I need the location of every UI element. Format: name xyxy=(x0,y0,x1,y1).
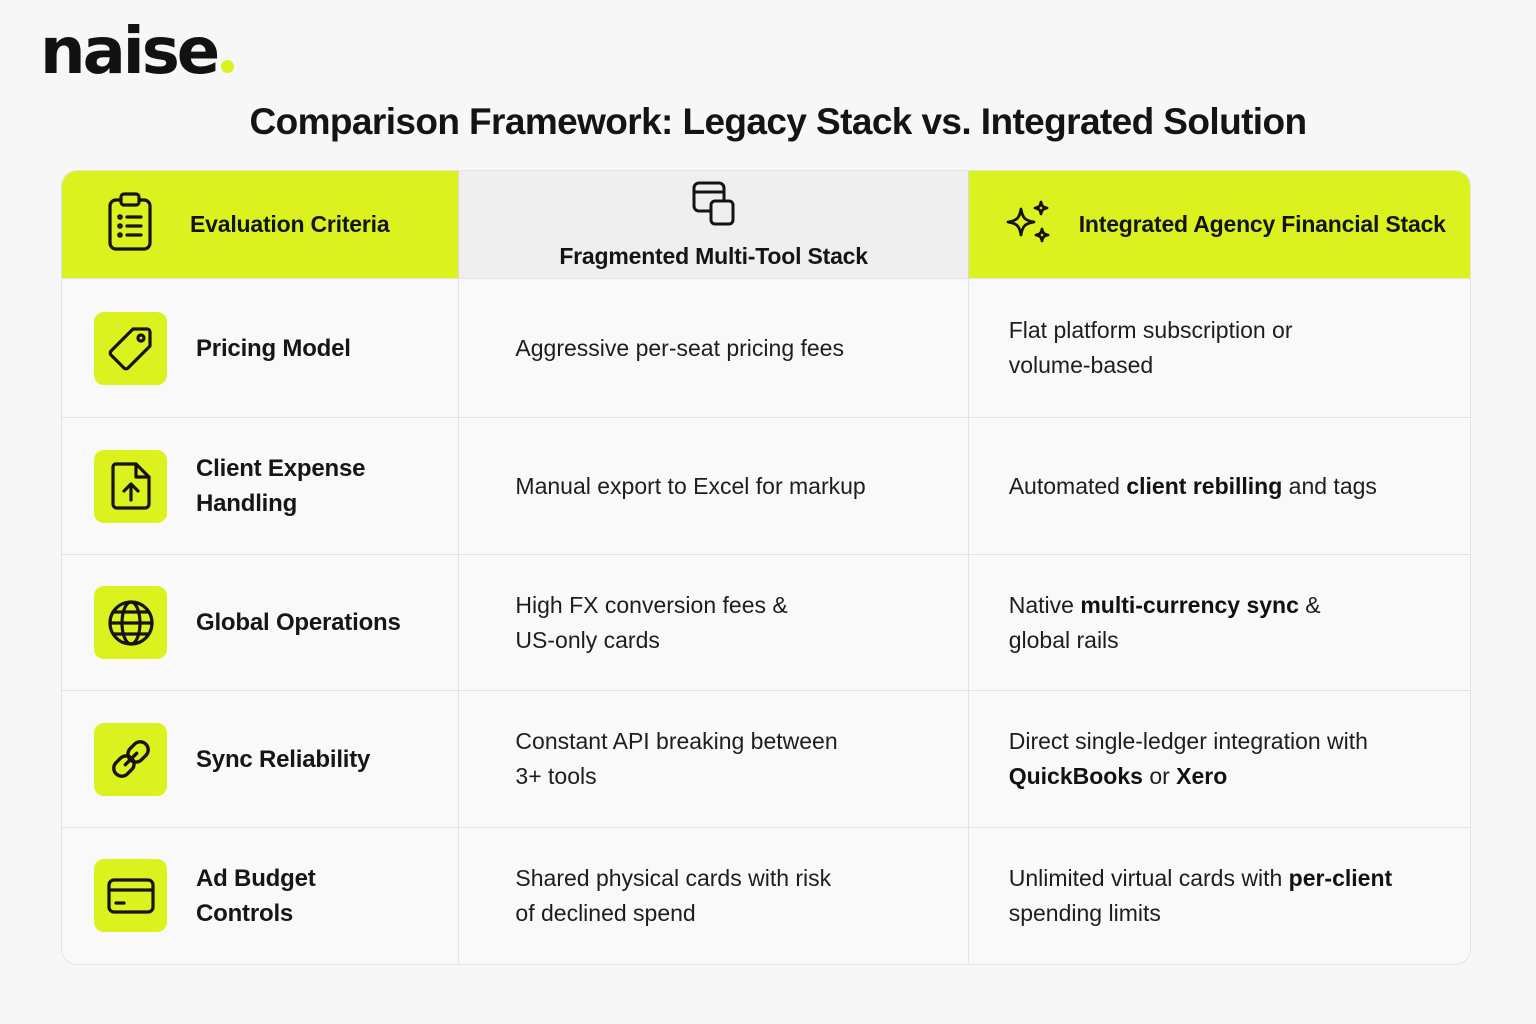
integrated-text: Native multi-currency sync & global rails xyxy=(1009,588,1449,658)
plain-text: Automated xyxy=(1008,472,1127,499)
header-integrated-label: Integrated Agency Financial Stack xyxy=(1078,211,1446,237)
integrated-line: global rails xyxy=(1009,623,1449,658)
criteria-label: Sync Reliability xyxy=(196,742,426,777)
emphasis-text: multi-currency sync xyxy=(1080,591,1299,618)
table-row: Sync Reliability Constant API breaking be… xyxy=(62,690,1470,827)
criteria-label: Pricing Model xyxy=(196,331,426,366)
plain-text: & xyxy=(1298,591,1321,618)
header-criteria: Evaluation Criteria xyxy=(62,171,459,278)
legacy-line: US-only cards xyxy=(515,626,660,653)
brand-name: naise xyxy=(40,15,220,89)
emphasis-text: Xero xyxy=(1176,763,1228,789)
file-upload-icon xyxy=(94,449,167,523)
emphasis-text: QuickBooks xyxy=(1008,763,1143,789)
plain-text: or xyxy=(1142,763,1177,789)
stacked-windows-icon xyxy=(691,180,737,233)
header-legacy: Fragmented Multi-Tool Stack xyxy=(458,171,969,278)
criteria-line: Global Operations xyxy=(196,609,401,636)
emphasis-text: client rebilling xyxy=(1126,472,1283,499)
credit-card-icon xyxy=(94,859,167,932)
legacy-line: High FX conversion fees & xyxy=(515,591,788,618)
plain-text: Unlimited virtual cards with xyxy=(1008,864,1289,891)
legacy-cell: Manual export to Excel for markup xyxy=(458,418,969,554)
plain-text: Native xyxy=(1008,591,1081,618)
integrated-line: Native multi-currency sync & xyxy=(1009,588,1449,623)
plain-text: spending limits xyxy=(1008,899,1161,926)
integrated-line: Direct single-ledger integration with xyxy=(1009,724,1449,759)
legacy-cell: Aggressive per-seat pricing fees xyxy=(458,279,969,417)
legacy-text: Shared physical cards with risk of declin… xyxy=(515,861,915,931)
criteria-line: Pricing Model xyxy=(196,334,351,362)
header-legacy-label: Fragmented Multi-Tool Stack xyxy=(559,242,868,269)
legacy-line: Aggressive per-seat pricing fees xyxy=(515,334,844,361)
integrated-cell: Automated client rebilling and tags xyxy=(969,418,1470,554)
comparison-table: Evaluation Criteria Fragmented Multi-Too… xyxy=(61,170,1471,965)
legacy-line: Manual export to Excel for markup xyxy=(515,472,866,499)
legacy-text: Constant API breaking between 3+ tools xyxy=(515,724,915,794)
integrated-text: Unlimited virtual cards with per-client s… xyxy=(1009,861,1449,931)
legacy-line: 3+ tools xyxy=(515,763,597,789)
legacy-text: High FX conversion fees & US-only cards xyxy=(515,588,915,658)
criteria-cell: Sync Reliability xyxy=(62,691,458,827)
legacy-cell: Shared physical cards with risk of declin… xyxy=(458,828,969,963)
price-tag-icon xyxy=(94,311,167,385)
integrated-cell: Unlimited virtual cards with per-client s… xyxy=(969,828,1470,963)
integrated-text: Flat platform subscription or volume-base… xyxy=(1009,313,1449,383)
sparkles-icon xyxy=(1005,199,1053,250)
legacy-line: Shared physical cards with risk xyxy=(515,864,832,891)
integrated-line: Automated client rebilling and tags xyxy=(1009,469,1449,504)
legacy-text: Manual export to Excel for markup xyxy=(515,469,915,504)
globe-icon xyxy=(94,586,167,659)
criteria-cell: Pricing Model xyxy=(62,279,458,417)
criteria-line: Ad Budget xyxy=(196,864,316,892)
brand-dot xyxy=(221,60,235,73)
plain-text: and tags xyxy=(1282,472,1377,499)
criteria-label: Global Operations xyxy=(196,605,426,640)
integrated-text: Automated client rebilling and tags xyxy=(1009,469,1449,504)
legacy-line: Constant API breaking between xyxy=(515,728,838,754)
table-header-row: Evaluation Criteria Fragmented Multi-Too… xyxy=(62,171,1470,278)
emphasis-text: per-client xyxy=(1288,864,1393,891)
plain-text: Direct single-ledger integration with xyxy=(1008,728,1368,754)
clipboard-list-icon xyxy=(106,191,154,258)
legacy-line: of declined spend xyxy=(515,899,696,926)
criteria-line: Sync Reliability xyxy=(196,745,371,773)
plain-text: volume-based xyxy=(1008,352,1154,378)
criteria-cell: Global Operations xyxy=(62,555,458,690)
plain-text: Flat platform subscription or xyxy=(1008,317,1293,343)
integrated-cell: Native multi-currency sync & global rails xyxy=(969,555,1470,690)
criteria-line: Controls xyxy=(196,899,294,927)
header-criteria-label: Evaluation Criteria xyxy=(190,211,390,237)
header-integrated: Integrated Agency Financial Stack xyxy=(968,171,1470,278)
integrated-line: volume-based xyxy=(1009,348,1449,383)
integrated-line: Flat platform subscription or xyxy=(1009,313,1449,348)
legacy-cell: Constant API breaking between 3+ tools xyxy=(458,691,969,827)
plain-text: global rails xyxy=(1008,626,1119,653)
table-row: Global Operations High FX conversion fees… xyxy=(62,554,1470,690)
legacy-text: Aggressive per-seat pricing fees xyxy=(515,331,915,366)
link-chain-icon xyxy=(94,722,167,796)
criteria-line: Client Expense xyxy=(196,455,366,482)
table-row: Pricing Model Aggressive per-seat pricing… xyxy=(62,278,1470,417)
brand-logo: naise xyxy=(40,20,235,84)
criteria-line: Handling xyxy=(196,490,298,517)
integrated-cell: Flat platform subscription or volume-base… xyxy=(969,279,1470,417)
integrated-line: QuickBooks or Xero xyxy=(1009,759,1449,794)
legacy-cell: High FX conversion fees & US-only cards xyxy=(458,555,969,690)
integrated-line: spending limits xyxy=(1009,896,1449,931)
page-title: Comparison Framework: Legacy Stack vs. I… xyxy=(249,101,1308,142)
integrated-line: Unlimited virtual cards with per-client xyxy=(1009,861,1449,896)
